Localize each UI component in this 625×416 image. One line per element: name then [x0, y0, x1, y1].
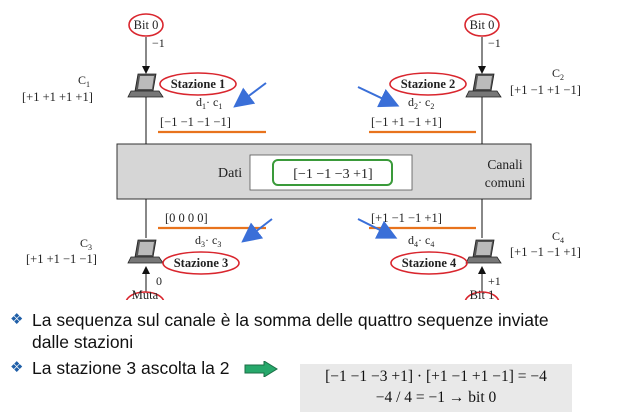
input-value-4: +1 — [488, 274, 501, 288]
sequence-2: [−1 +1 −1 +1] — [371, 115, 442, 129]
pointer-arrow-1 — [233, 82, 267, 108]
laptop-icon — [127, 239, 164, 264]
station-name-oval-3 — [162, 251, 240, 275]
bit-input-1: Bit 0 — [134, 18, 159, 32]
bullet-diamond-icon: ❖ — [10, 359, 24, 376]
right-arrow-icon — [244, 361, 279, 378]
station-name-3: Stazione 3 — [174, 256, 229, 270]
station-name-4: Stazione 4 — [402, 256, 457, 270]
bullet-diamond-icon: ❖ — [10, 311, 24, 328]
station-name-oval-2 — [389, 72, 467, 96]
bit-input-oval-4 — [464, 291, 500, 300]
formula-line-1: [−1 −1 −3 +1] · [+1 −1 +1 −1] = −4 — [325, 368, 547, 385]
data-value-highlight — [272, 159, 393, 186]
station-name-2: Stazione 2 — [401, 77, 456, 91]
channels-label-line2: comuni — [485, 175, 526, 190]
station-name-oval-4 — [390, 251, 468, 275]
formula-box: [−1 −1 −3 +1] · [+1 −1 +1 −1] = −4 −4 / … — [300, 364, 572, 412]
pointer-arrow-4 — [357, 218, 398, 239]
station-name-oval-1 — [159, 72, 237, 96]
laptop-icon — [127, 73, 164, 98]
code-label-1: C1 — [78, 73, 90, 89]
bullet-text-2: La stazione 3 ascolta la 2 — [32, 358, 230, 378]
laptop-icon — [465, 239, 502, 264]
code-3: [+1 +1 −1 −1] — [26, 252, 97, 266]
bullet-text-1a: La sequenza sul canale è la somma delle … — [32, 310, 549, 330]
code-label-2: C2 — [552, 66, 564, 82]
station-name-1: Stazione 1 — [171, 77, 226, 91]
bit-input-oval-1 — [128, 13, 164, 37]
bit-input-4: Bit 1 — [470, 288, 495, 300]
station-4: [+1 −1 −1 +1] d4· c4 C4 [+1 −1 −1 +1] St… — [357, 199, 581, 300]
code-1: [+1 +1 +1 +1] — [22, 90, 93, 104]
bullet-text-1b: dalle stazioni — [32, 332, 134, 352]
input-value-2: −1 — [488, 36, 501, 50]
product-2: d2· c2 — [408, 95, 434, 111]
product-3: d3· c3 — [195, 233, 221, 249]
laptop-icon — [465, 73, 502, 98]
station-2: Bit 0 −1 Stazione 2 C2 [+1 −1 +1 −1] d2·… — [357, 13, 581, 144]
bit-input-3: Muta — [132, 288, 159, 300]
channels-label-line1: Canali — [487, 157, 522, 172]
input-value-1: −1 — [152, 36, 165, 50]
pointer-arrow-2 — [357, 86, 400, 108]
station-3: [0 0 0 0] d3· c3 C3 [+1 +1 −1 −1] Stazio… — [26, 199, 273, 300]
bit-input-oval-2 — [464, 13, 500, 37]
data-label: Dati — [218, 166, 242, 181]
bit-input-oval-3 — [125, 291, 165, 300]
bullet-list: ❖ La sequenza sul canale è la somma dell… — [6, 309, 616, 379]
code-label-3: C3 — [80, 236, 92, 252]
product-4: d4· c4 — [408, 233, 434, 249]
product-1: d1· c1 — [196, 95, 222, 111]
formula-line-2: −4 / 4 = −1 → bit 0 — [375, 389, 497, 406]
data-value: [−1 −1 −3 +1] — [293, 167, 372, 182]
sequence-1: [−1 −1 −1 −1] — [160, 115, 231, 129]
station-1: Bit 0 −1 Stazione 1 C1 [+1 +1 +1 +1] d1·… — [22, 13, 267, 144]
sequence-3: [0 0 0 0] — [165, 211, 208, 225]
cdma-diagram: Dati [−1 −1 −3 +1] Canali comuni Bit 0 −… — [22, 13, 581, 300]
bullet-item-1: ❖ La sequenza sul canale è la somma dell… — [6, 309, 616, 353]
bullet-item-2: ❖ La stazione 3 ascolta la 2 — [6, 357, 616, 379]
input-value-3: 0 — [156, 274, 162, 288]
code-4: [+1 −1 −1 +1] — [510, 245, 581, 259]
code-2: [+1 −1 +1 −1] — [510, 83, 581, 97]
sequence-4: [+1 −1 −1 +1] — [371, 211, 442, 225]
pointer-arrow-3 — [241, 218, 273, 243]
bit-input-2: Bit 0 — [470, 18, 495, 32]
code-label-4: C4 — [552, 229, 564, 245]
